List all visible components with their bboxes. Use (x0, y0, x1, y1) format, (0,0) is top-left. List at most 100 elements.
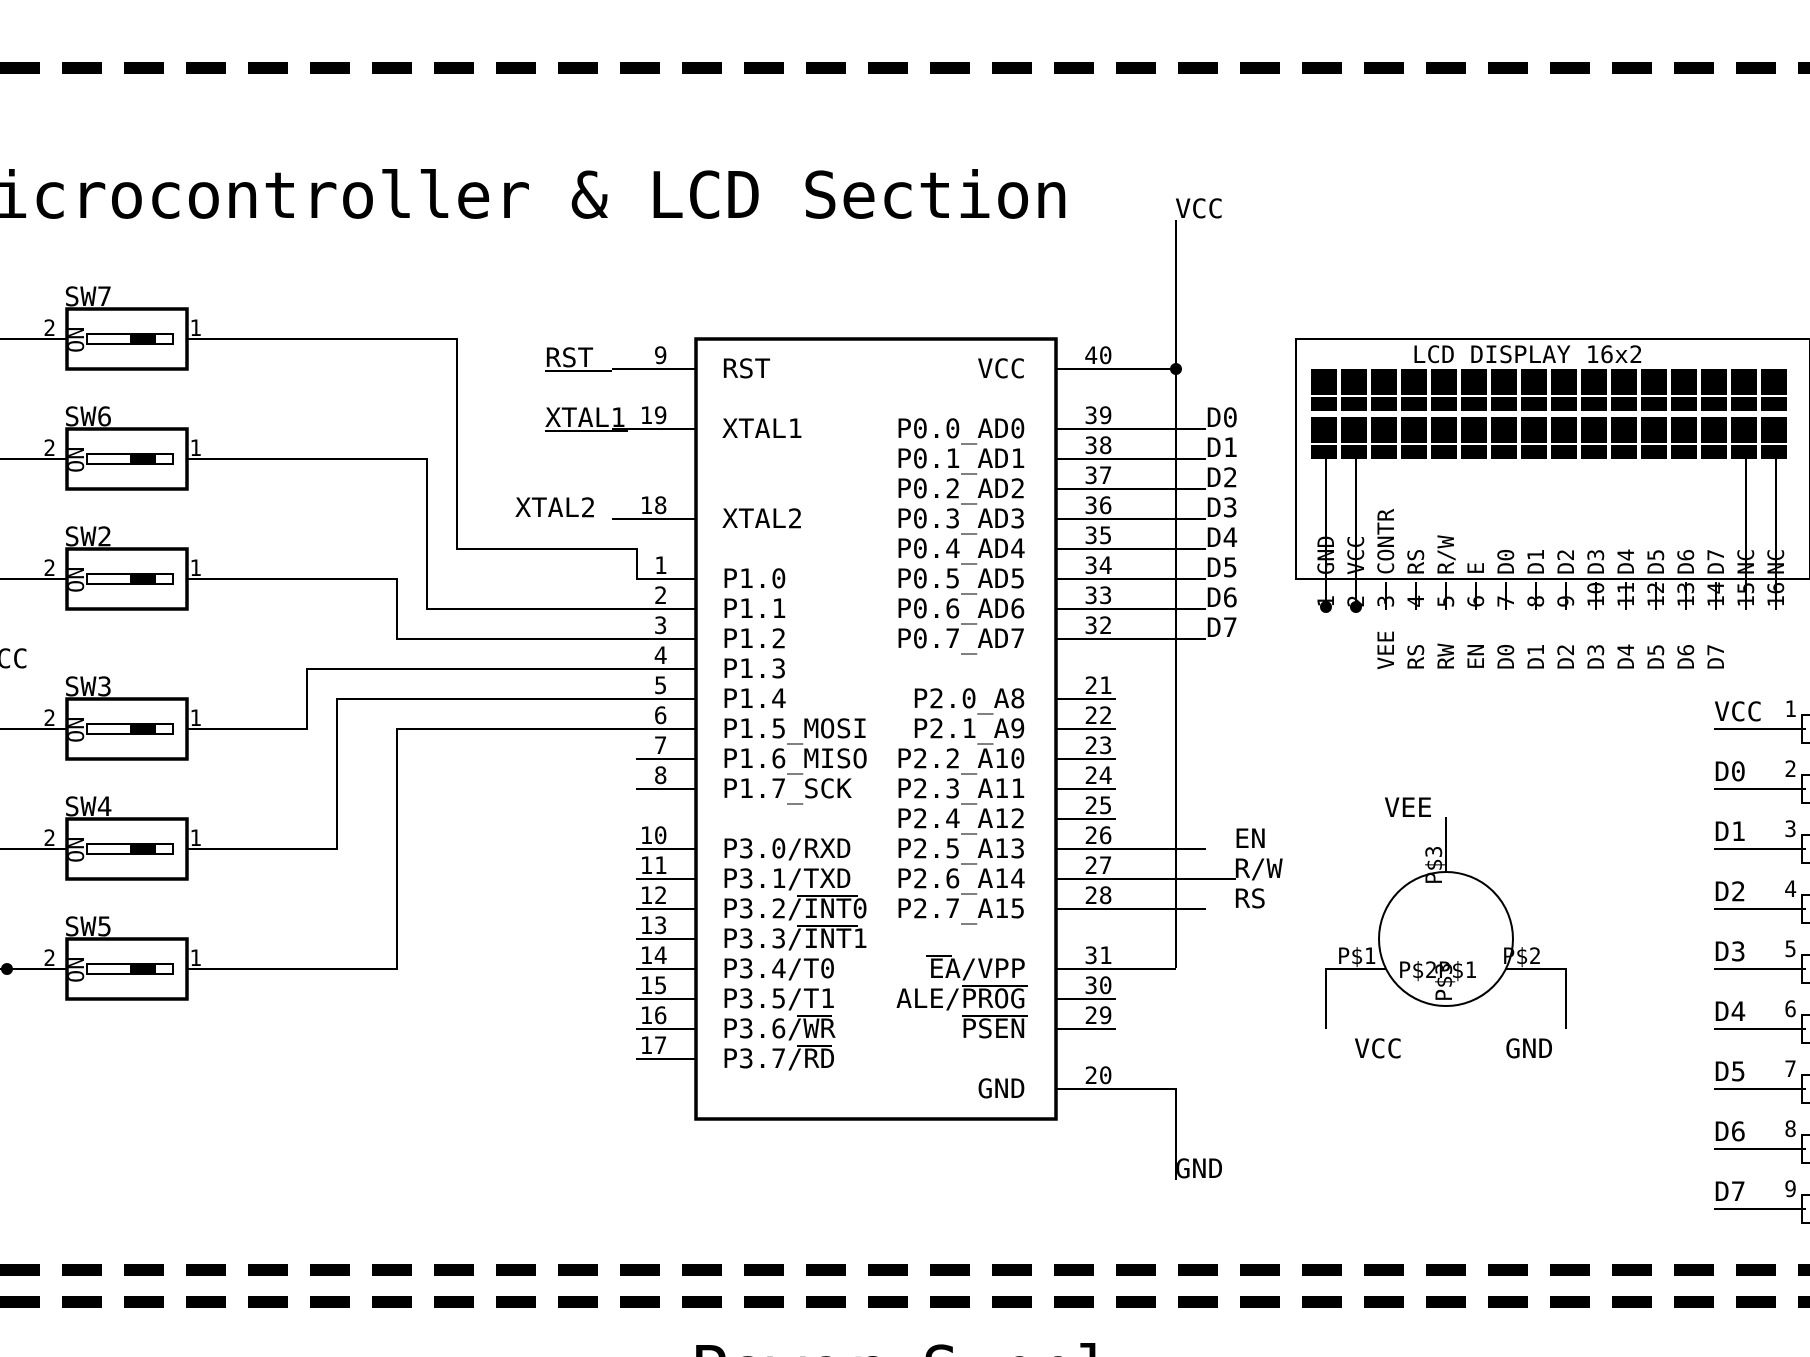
lcd-outline (1295, 338, 1810, 580)
lcd-pin-name: E (1465, 562, 1490, 575)
header-net-label: D2 (1714, 877, 1747, 908)
pot-center-pins: P$2P$1 (1398, 959, 1477, 984)
mcu-pin-number: 25 (1084, 792, 1113, 820)
mcu-pin-label: P1.1 (722, 594, 787, 625)
lcd-char-cell (1371, 369, 1397, 411)
lcd-pin-name: VCC (1345, 535, 1370, 575)
mcu-pin-label: GND (977, 1074, 1026, 1105)
switch-on-mark: ON (65, 447, 90, 474)
header-pin-socket (1801, 1014, 1810, 1044)
lcd-pin-number: 14 (1705, 582, 1730, 609)
lcd-pin-number: 6 (1465, 595, 1490, 608)
mcu-pin-label: P0.1_AD1 (896, 444, 1026, 475)
lcd-char-cell (1491, 369, 1517, 411)
lcd-char-cell (1761, 417, 1787, 459)
pot-left-pin: P$1 (1337, 945, 1377, 970)
lcd-char-cell (1551, 417, 1577, 459)
pot-right-pin: P$2 (1502, 945, 1542, 970)
switch-pin-left: 2 (43, 557, 56, 582)
lcd-char-cell (1461, 369, 1487, 411)
switch-pin-right: 1 (189, 437, 202, 462)
switch-on-mark: ON (65, 837, 90, 864)
contrast-pot: VEE P$3 P$3 P$2P$1 P$1 P$2 VCC GND (1325, 793, 1567, 1065)
mcu-pin-number: 15 (639, 972, 668, 1000)
lcd-char-cell (1701, 417, 1727, 459)
switch-on-mark: ON (65, 957, 90, 984)
switch-knob (130, 334, 156, 344)
mcu-pin-number: 9 (654, 342, 668, 370)
mcu-pin-number: 29 (1084, 1002, 1113, 1030)
mcu-pin-label: P0.2_AD2 (896, 474, 1026, 505)
mcu-pin-label: P2.1_A9 (912, 714, 1026, 745)
switch-pin-left: 2 (43, 437, 56, 462)
mcu-pin-number: 24 (1084, 762, 1113, 790)
header-net-label: D5 (1714, 1057, 1747, 1088)
pot-wiper-pin: P$3 (1423, 845, 1448, 885)
switch-knob (130, 844, 156, 854)
mcu-pin-number: 28 (1084, 882, 1113, 910)
mcu-pin-label: P0.0_AD0 (896, 414, 1026, 445)
switch-pin-left: 2 (43, 827, 56, 852)
header-pin-number: 2 (1784, 758, 1797, 783)
header-pin-number: 7 (1784, 1058, 1797, 1083)
wire-sw7-p1.0 (187, 338, 696, 580)
xtal2-net-label: XTAL2 (515, 493, 596, 524)
header-pin-socket (1801, 714, 1810, 744)
lcd-vcc-junction (1350, 601, 1362, 613)
switch-pin-left: 2 (43, 707, 56, 732)
lcd-char-cell (1341, 369, 1367, 411)
mcu-pin-label: P2.3_A11 (896, 774, 1026, 805)
lcd-char-cell (1611, 417, 1637, 459)
mcu-pin-number: 36 (1084, 492, 1113, 520)
sw5-junction (1, 963, 13, 975)
lcd-pin-name: RS (1405, 549, 1430, 576)
lcd-display: LCD DISPLAY 16x2 GND1VCC2CONTR3VEERS4RSR… (1295, 338, 1810, 670)
header-pin-socket (1801, 1074, 1810, 1104)
lcd-pins: GND1VCC2CONTR3VEERS4RSR/W5RWE6END07D0D18… (1315, 450, 1790, 670)
lcd-char-cell (1671, 417, 1697, 459)
lcd-pin-number: 10 (1585, 582, 1610, 609)
mcu-pin-label: P1.2 (722, 624, 787, 655)
left-vcc-fragment: CC (0, 644, 29, 675)
lcd-char-cell (1581, 417, 1607, 459)
lcd-char-cell (1311, 417, 1337, 459)
header-pin-number: 3 (1784, 818, 1797, 843)
mcu-pin-number: 11 (639, 852, 668, 880)
mcu-pin-label: P1.6_MISO (722, 744, 868, 775)
mcu-pin-number: 12 (639, 882, 668, 910)
lcd-pin-number: 8 (1525, 595, 1550, 608)
lcd-pin-net: D7 (1705, 644, 1730, 671)
mcu-pin-number: 27 (1084, 852, 1113, 880)
mcu-pin-label: P1.7_SCK (722, 774, 853, 805)
mcu-pin-label: P0.5_AD5 (896, 564, 1026, 595)
mcu-pin-number: 17 (639, 1032, 668, 1060)
data-net-label: D7 (1206, 613, 1239, 644)
mcu-pin-label: XTAL1 (722, 414, 803, 445)
mcu-pin-label: P0.4_AD4 (896, 534, 1026, 565)
lcd-pin-number: 11 (1615, 582, 1640, 609)
mcu-pin-label: P3.2/INT0 (722, 894, 868, 925)
mcu-pin-number: 37 (1084, 462, 1113, 490)
mcu-pin-label: XTAL2 (722, 504, 803, 535)
lcd-pin-name: D4 (1615, 549, 1640, 576)
pot-center-pin: P$3 (1433, 962, 1458, 1002)
header-net-label: D6 (1714, 1117, 1747, 1148)
header-net-label: D7 (1714, 1177, 1747, 1208)
wire-sw3-p1.4 (187, 668, 696, 730)
mcu-pin-label: ALE/PROG (896, 984, 1026, 1015)
lcd-pin-number: 9 (1555, 595, 1580, 608)
header-pin-number: 5 (1784, 938, 1797, 963)
mcu-pin-label: P1.3 (722, 654, 787, 685)
switch-knob (130, 574, 156, 584)
mcu-pin-number: 20 (1084, 1062, 1113, 1090)
lcd-char-cell (1401, 417, 1427, 459)
header-pin-socket (1801, 774, 1810, 804)
header-net-label: D4 (1714, 997, 1747, 1028)
lcd-char-cell (1491, 417, 1517, 459)
switch-pin-left: 2 (43, 317, 56, 342)
mcu-pin-label: P3.0/RXD (722, 834, 852, 865)
lcd-char-cell (1731, 417, 1757, 459)
mcu-pin-number: 16 (639, 1002, 668, 1030)
